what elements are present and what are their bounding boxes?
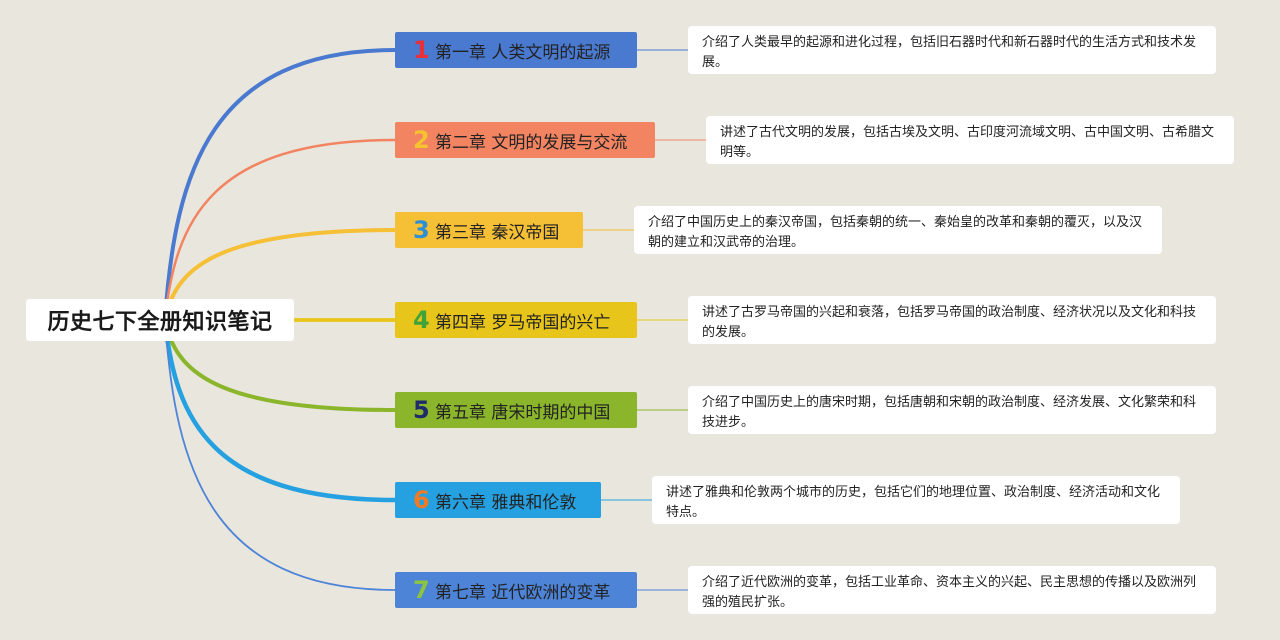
chapter-description-3[interactable]: 介绍了中国历史上的秦汉帝国，包括秦朝的统一、秦始皇的改革和秦朝的覆灭，以及汉朝的… <box>634 206 1162 254</box>
chapter-node-6[interactable]: 6 第六章 雅典和伦敦 <box>395 482 601 518</box>
chapter-description-1[interactable]: 介绍了人类最早的起源和进化过程，包括旧石器时代和新石器时代的生活方式和技术发展。 <box>688 26 1216 74</box>
branch-line-1 <box>163 48 397 322</box>
chapter-title: 第四章 罗马帝国的兴亡 <box>435 312 611 333</box>
chapter-node-5[interactable]: 5 第五章 唐宋时期的中国 <box>395 392 637 428</box>
chapter-node-3[interactable]: 3 第三章 秦汉帝国 <box>395 212 583 248</box>
chapter-number: 4 <box>413 306 430 334</box>
chapter-description-6[interactable]: 讲述了雅典和伦敦两个城市的历史，包括它们的地理位置、政治制度、经济活动和文化特点… <box>652 476 1180 524</box>
branch-line-7 <box>164 319 396 591</box>
branch-line-6 <box>162 317 398 503</box>
chapter-number: 2 <box>413 126 430 154</box>
chapter-description-4[interactable]: 讲述了古罗马帝国的兴起和衰落，包括罗马帝国的政治制度、经济状况以及文化和科技的发… <box>688 296 1216 344</box>
chapter-title: 第三章 秦汉帝国 <box>435 222 560 243</box>
chapter-node-1[interactable]: 1 第一章 人类文明的起源 <box>395 32 637 68</box>
chapter-title: 第七章 近代欧洲的变革 <box>435 582 611 603</box>
chapter-number: 5 <box>413 396 430 424</box>
chapter-node-4[interactable]: 4 第四章 罗马帝国的兴亡 <box>395 302 637 338</box>
branch-line-2 <box>163 138 397 322</box>
chapter-title: 第一章 人类文明的起源 <box>435 42 611 63</box>
root-topic[interactable]: 历史七下全册知识笔记 <box>26 299 294 341</box>
chapter-description-5[interactable]: 介绍了中国历史上的唐宋时期，包括唐朝和宋朝的政治制度、经济发展、文化繁荣和科技进… <box>688 386 1216 434</box>
chapter-title: 第五章 唐宋时期的中国 <box>435 402 611 423</box>
chapter-node-2[interactable]: 2 第二章 文明的发展与交流 <box>395 122 655 158</box>
chapter-title: 第二章 文明的发展与交流 <box>435 132 628 153</box>
chapter-number: 1 <box>413 36 430 64</box>
chapter-description-7[interactable]: 介绍了近代欧洲的变革，包括工业革命、资本主义的兴起、民主思想的传播以及欧洲列强的… <box>688 566 1216 614</box>
chapter-node-7[interactable]: 7 第七章 近代欧洲的变革 <box>395 572 637 608</box>
chapter-title: 第六章 雅典和伦敦 <box>435 492 577 513</box>
chapter-number: 6 <box>413 486 430 514</box>
chapter-number: 7 <box>413 576 430 604</box>
chapter-number: 3 <box>413 216 430 244</box>
chapter-description-2[interactable]: 讲述了古代文明的发展，包括古埃及文明、古印度河流域文明、古中国文明、古希腊文明等… <box>706 116 1234 164</box>
